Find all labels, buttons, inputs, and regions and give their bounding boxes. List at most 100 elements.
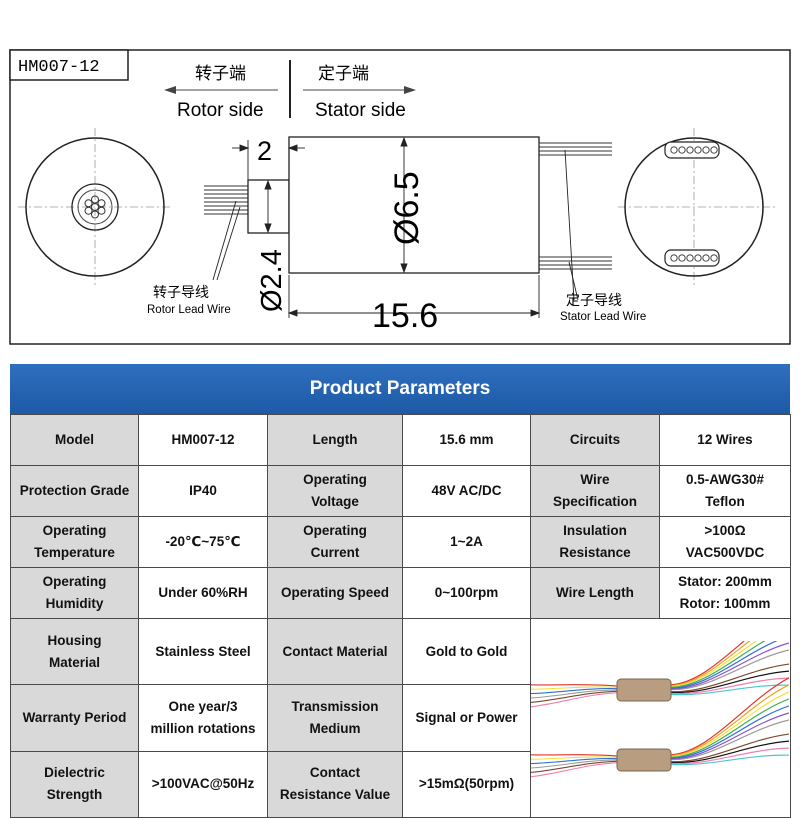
stator-wire [670, 733, 789, 763]
param-value: 48V AC/DC [402, 465, 531, 517]
param-label: Housing Material [10, 617, 139, 686]
stator-wire [670, 747, 789, 765]
param-label: Operating Current [267, 516, 403, 568]
table-row: Housing Material Stainless Steel Contact… [10, 617, 791, 818]
stator-wire [670, 649, 789, 691]
param-value: 1~2A [402, 516, 531, 568]
params-table: Model HM007-12 Length 15.6 mm Circuits 1… [10, 414, 791, 818]
stator-wire [670, 663, 789, 693]
param-label: Wire Length [530, 567, 660, 619]
rotor-wire [531, 754, 618, 757]
param-label: Operating Humidity [10, 567, 139, 619]
stator-wire [670, 691, 789, 758]
param-label: Wire Specification [530, 465, 660, 517]
param-value: Under 60%RH [138, 567, 268, 619]
drawing-frame [9, 49, 791, 345]
slip-ring-body-bottom [616, 748, 672, 772]
rotor-side-cn: 转子端 [195, 64, 246, 83]
param-value: Signal or Power [402, 684, 531, 752]
stator-wire [670, 698, 789, 758]
rotor-lead-cn: 转子导线 [153, 284, 209, 300]
dimensions [212, 136, 579, 318]
param-label: Circuits [530, 414, 660, 466]
param-value: One year/3 million rotations [138, 684, 268, 752]
stator-wire [670, 719, 789, 761]
param-value: Stator: 200mm Rotor: 100mm [659, 567, 791, 619]
param-label: Operating Voltage [267, 465, 403, 517]
table-row: Protection Grade IP40 Operating Voltage … [10, 465, 791, 517]
rotor-lead-en: Rotor Lead Wire [147, 304, 231, 316]
param-value: >15mΩ(50rpm) [402, 750, 531, 818]
stator-wire [670, 677, 789, 695]
stator-wire [670, 684, 789, 696]
param-value: 15.6 mm [402, 414, 531, 466]
slip-ring-body-top [616, 678, 672, 702]
model-tag: HM007-12 [18, 58, 100, 77]
stator-arrow-head [404, 86, 416, 94]
param-label: Operating Temperature [10, 516, 139, 568]
rotor-wire [531, 760, 618, 773]
stator-wire [670, 712, 789, 760]
stator-wire [670, 670, 789, 694]
slip-ring-photo [531, 641, 789, 778]
stator-wire [670, 705, 789, 759]
rotor-wire [531, 759, 618, 769]
product-photo-cell [530, 618, 791, 818]
rotor-wire [531, 758, 618, 765]
param-value: -20℃~75℃ [138, 516, 268, 568]
param-label: Length [267, 414, 403, 466]
param-label: Dielectric Strength [10, 750, 139, 818]
stator-wire [670, 641, 778, 689]
rotor-wire [531, 686, 618, 690]
rotor-wire [531, 688, 618, 695]
rotor-wire [531, 762, 618, 778]
stator-wire [670, 684, 789, 757]
stator-lead-cn: 定子导线 [566, 292, 622, 308]
stator-wire [670, 641, 751, 687]
rotor-wire [531, 692, 618, 708]
param-value: HM007-12 [138, 414, 268, 466]
rotor-side-en: Rotor side [177, 100, 264, 121]
param-value: 0.5-AWG30# Teflon [659, 465, 791, 517]
technical-drawing: HM007-12 转子端 Rotor side 定子端 Stator side [9, 49, 791, 345]
rotor-wire [531, 684, 618, 687]
stator-wire [670, 641, 758, 688]
rotor-wire [531, 689, 618, 699]
stator-end-view [618, 128, 776, 286]
rotor-end-view [18, 128, 172, 286]
param-label: Protection Grade [10, 465, 139, 517]
param-value: Gold to Gold [402, 617, 531, 686]
param-value: 12 Wires [659, 414, 791, 466]
rotor-wire [531, 690, 618, 703]
side-view [204, 136, 612, 274]
param-value: 0~100rpm [402, 567, 531, 619]
param-label: Warranty Period [10, 684, 139, 752]
param-label: Model [10, 414, 139, 466]
stator-wire [670, 740, 789, 764]
model-tag-box [9, 49, 129, 81]
param-value: Stainless Steel [138, 617, 268, 686]
param-value: >100VAC@50Hz [138, 750, 268, 818]
table-row: Model HM007-12 Length 15.6 mm Circuits 1… [10, 414, 791, 466]
params-header: Product Parameters [10, 364, 790, 414]
dim-d24-label: Ø2.4 [256, 249, 288, 312]
dim-156-label: 15.6 [372, 297, 438, 335]
dim-2-label: 2 [257, 136, 272, 166]
stator-wire [670, 726, 789, 762]
table-row: Operating Humidity Under 60%RH Operating… [10, 567, 791, 619]
param-label: Insulation Resistance [530, 516, 660, 568]
param-label: Operating Speed [267, 567, 403, 619]
table-row: Warranty Period One year/3 million rotat… [10, 684, 791, 752]
stator-wire [670, 641, 766, 688]
stator-lead-en: Stator Lead Wire [560, 311, 646, 323]
stator-side-en: Stator side [315, 100, 406, 121]
stator-wire [670, 656, 789, 692]
table-row: Operating Temperature -20℃~75℃ Operating… [10, 516, 791, 568]
param-value: >100Ω VAC500VDC [659, 516, 791, 568]
stator-wire [670, 642, 789, 690]
param-label: Contact Material [267, 617, 403, 686]
param-label: Contact Resistance Value [267, 750, 403, 818]
stator-wire [670, 754, 789, 766]
param-value: IP40 [138, 465, 268, 517]
param-label: Transmission Medium [267, 684, 403, 752]
